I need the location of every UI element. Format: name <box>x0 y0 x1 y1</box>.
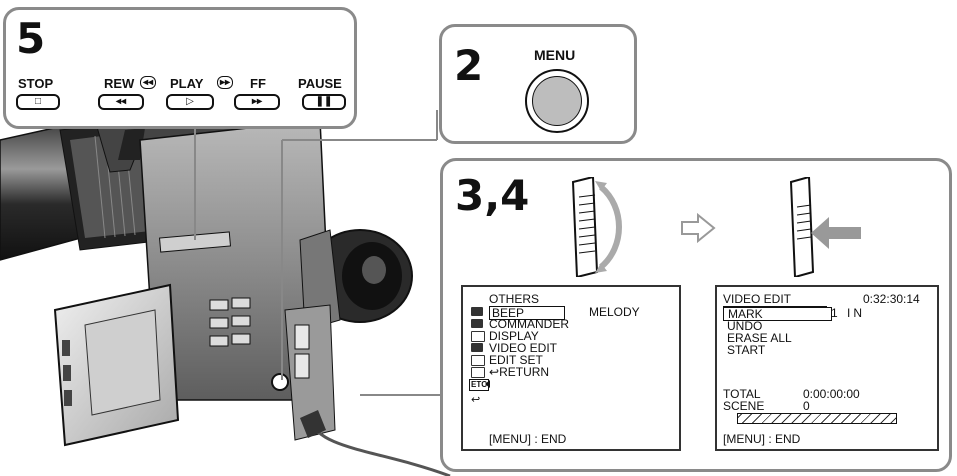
rew-icon: ◂◂ <box>115 96 127 107</box>
menu-item-display[interactable]: DISPLAY <box>489 329 539 343</box>
menu-footer: [MENU] : END <box>489 432 567 446</box>
control-dial-press[interactable] <box>785 177 865 277</box>
stop-label: STOP <box>18 76 54 91</box>
return-icon: ↩ <box>489 365 500 379</box>
control-dial-rotate[interactable] <box>563 177 633 277</box>
vcr-icon <box>471 307 483 316</box>
camera-icon <box>471 319 483 328</box>
scene-progress-bar <box>737 413 897 424</box>
stop-button[interactable]: □ <box>16 94 60 110</box>
tape-icon <box>471 343 483 352</box>
step-5-number: 5 <box>16 14 46 63</box>
title-underline <box>723 306 827 307</box>
total-label: TOTAL <box>723 387 761 401</box>
menu-button[interactable] <box>525 69 589 133</box>
beep-value: MELODY <box>589 305 640 319</box>
edit-item-erase-all[interactable]: ERASE ALL <box>727 331 792 345</box>
pause-button[interactable]: ❚❚ <box>302 94 346 110</box>
next-arrow-icon <box>681 213 716 243</box>
stop-icon: □ <box>34 96 42 107</box>
step-2-panel: 2 MENU <box>439 24 637 144</box>
step-5-panel: 5 STOP □ REW ◂◂ ◂◂ PLAY ▷ ▸▸ FF ▸▸ PAUSE… <box>3 7 357 129</box>
edit-set-icon <box>471 355 485 366</box>
edit-item-mark[interactable]: MARK <box>723 307 832 321</box>
play-button[interactable]: ▷ <box>166 94 214 110</box>
step-2-number: 2 <box>454 41 484 90</box>
video-edit-screen: VIDEO EDIT 0:32:30:14 MARK 1 IN UNDO ERA… <box>715 285 939 451</box>
play-label: PLAY <box>170 76 204 91</box>
menu-button-inner <box>532 76 582 126</box>
menu-item-commander[interactable]: COMMANDER <box>489 317 569 331</box>
edit-item-start[interactable]: START <box>727 343 766 357</box>
return-arrow-icon: ↩ <box>471 394 481 406</box>
mark-value: 1 IN <box>831 306 866 320</box>
menu-screen-others: OTHERS BEEP MELODY COMMANDER DISPLAY VID… <box>461 285 681 451</box>
rew-button[interactable]: ◂◂ <box>98 94 144 110</box>
lcd-icon <box>471 331 485 342</box>
ff-button[interactable]: ▸▸ <box>234 94 280 110</box>
ff-icon: ▸▸ <box>251 96 263 107</box>
printer-icon <box>471 367 485 378</box>
scene-value: 0 <box>803 399 810 413</box>
ff-small-icon: ▸▸ <box>217 76 234 89</box>
ff-label: FF <box>250 76 266 91</box>
total-value: 0:00:00:00 <box>803 387 860 401</box>
step-3-4-number: 3,4 <box>455 171 530 220</box>
menu-item-beep[interactable]: BEEP <box>489 306 566 320</box>
step-3-4-panel: 3,4 OTHERS BEEP MELODY <box>440 158 952 472</box>
video-edit-footer: [MENU] : END <box>723 432 801 446</box>
menu-item-return[interactable]: ↩RETURN <box>489 365 550 379</box>
scene-label: SCENE <box>723 399 765 413</box>
menu-item-edit-set[interactable]: EDIT SET <box>489 353 543 367</box>
edit-item-undo[interactable]: UNDO <box>727 319 763 333</box>
rew-label: REW <box>104 76 135 91</box>
cursor-icon <box>485 380 490 388</box>
rew-small-icon: ◂◂ <box>140 76 157 89</box>
menu-header: OTHERS <box>489 292 540 306</box>
video-edit-title: VIDEO EDIT <box>723 292 792 306</box>
pause-icon: ❚❚ <box>315 96 333 107</box>
pause-label: PAUSE <box>298 76 342 91</box>
timecode: 0:32:30:14 <box>863 292 920 306</box>
menu-label: MENU <box>534 47 576 63</box>
play-icon: ▷ <box>186 96 194 107</box>
menu-item-video-edit[interactable]: VIDEO EDIT <box>489 341 558 355</box>
